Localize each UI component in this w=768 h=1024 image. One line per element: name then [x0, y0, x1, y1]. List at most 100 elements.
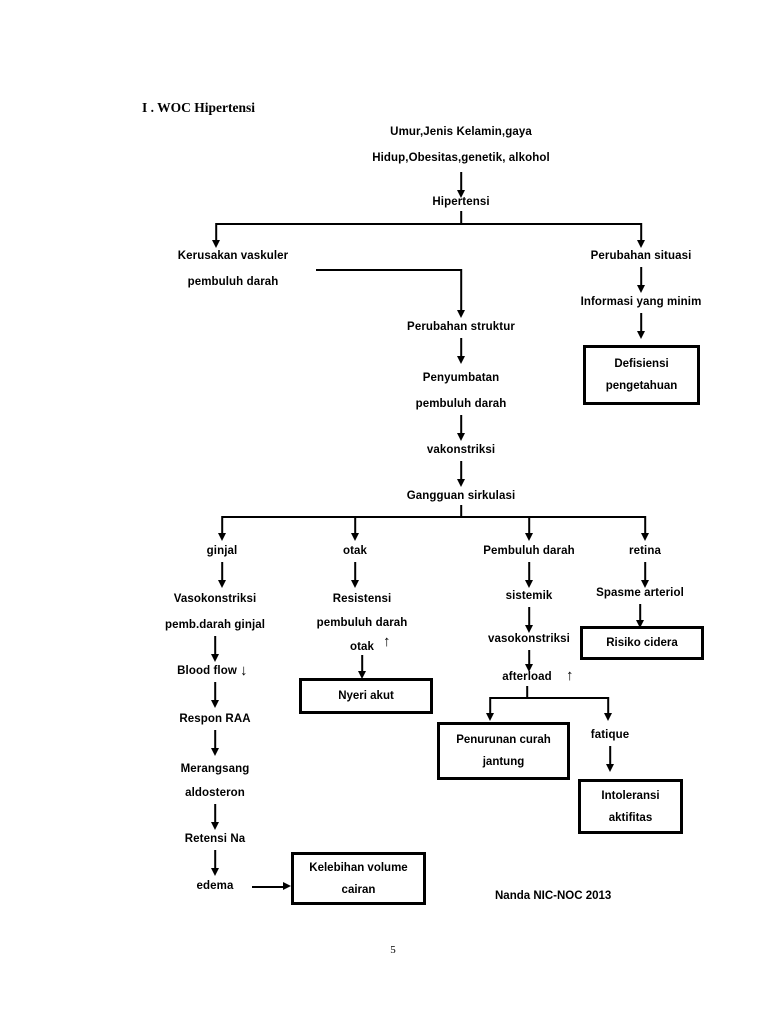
connector-gangguan-to-retina [644, 516, 646, 536]
node-otak: otak [342, 545, 368, 557]
node-otak-naik: otak [349, 641, 375, 653]
arrowhead-vasokonstriksi-to-bloodflow [211, 654, 219, 662]
node-hipertensi: Hipertensi [432, 196, 490, 208]
node-aldosteron: aldosteron [185, 787, 245, 799]
connector-sistemik-to-vasokonstriksi [528, 607, 530, 629]
arrowhead-situasi-to-informasi [637, 285, 645, 293]
node-vasokonstriksi-sistemik: vasokonstriksi [488, 633, 570, 645]
node-resistensi-line2: pembuluh darah [316, 617, 408, 629]
connector-struktur-to-penyumbatan [460, 338, 462, 360]
arrowhead-afterload-to-fatique [604, 713, 612, 721]
connector-vasokonstriksi-to-afterload [528, 650, 530, 669]
page-number: 5 [390, 944, 396, 956]
node-edema: edema [196, 880, 234, 892]
node-vasokonstriksi-ginjal-line2: pemb.darah ginjal [164, 619, 266, 631]
node-penyumbatan-line2: pembuluh darah [415, 398, 507, 410]
connector-gangguan-split-bar [222, 516, 646, 518]
node-perubahan-struktur: Perubahan struktur [407, 321, 515, 333]
arrowhead-vasokonstriksi-to-afterload [525, 664, 533, 672]
arrowhead-spasme-to-risiko-cidera [636, 620, 644, 628]
node-penyumbatan-line1: Penyumbatan [422, 372, 500, 384]
arrowhead-bloodflow-to-respon-raa [211, 700, 219, 708]
box-nyeri-akut-line1: Nyeri akut [338, 690, 394, 702]
connector-retensi-na-to-edema [214, 850, 216, 872]
node-informasi-minim: Informasi yang minim [580, 296, 702, 308]
node-kerusakan-vaskuler-line2: pembuluh darah [187, 276, 279, 288]
node-vasokonstriksi-ginjal-line1: Vasokonstriksi [173, 593, 257, 605]
connector-informasi-to-defisiensi [640, 313, 642, 335]
arrowhead-gangguan-to-retina [641, 533, 649, 541]
box-defisiensi-line2: pengetahuan [605, 380, 678, 392]
arrowhead-retensi-na-to-edema [211, 868, 219, 876]
arrowhead-gangguan-to-otak [351, 533, 359, 541]
arrowhead-hipertensi-to-perubahan-situasi [637, 240, 645, 248]
connector-vakonstriksi-to-gangguan [460, 461, 462, 483]
connector-hipertensi-split-bar [216, 223, 641, 225]
connector-fatique-to-intoleransi [609, 746, 611, 768]
connector-ginjal-to-vasokonstriksi [221, 562, 223, 584]
connector-aldosteron-to-retensi-na [214, 804, 216, 826]
connector-gangguan-to-otak [354, 516, 356, 536]
node-kerusakan-vaskuler-line1: Kerusakan vaskuler [177, 250, 289, 262]
node-retina: retina [629, 545, 661, 557]
arrowhead-retina-to-spasme [641, 580, 649, 588]
arrowhead-edema-to-kelebihan-volume [283, 882, 291, 890]
node-perubahan-situasi: Perubahan situasi [590, 250, 692, 262]
connector-riskfactors-to-hipertensi [460, 172, 462, 194]
node-ginjal: ginjal [206, 545, 238, 557]
arrowhead-fatique-to-intoleransi [606, 764, 614, 772]
connector-afterload-to-penurunan-curah [489, 697, 491, 715]
box-defisiensi-pengetahuan: Defisiensi pengetahuan [583, 345, 700, 405]
node-blood-flow: Blood flow [177, 665, 237, 677]
box-risiko-cidera: Risiko cidera [580, 626, 704, 660]
node-pembuluh-darah: Pembuluh darah [483, 545, 575, 557]
up-arrow-icon-otak: ↑ [383, 633, 391, 650]
box-kelebihan-volume-line2: cairan [341, 883, 376, 896]
box-penurunan-curah-line2: jantung [482, 756, 525, 768]
connector-spasme-to-risiko-cidera [639, 604, 641, 624]
connector-pembuluh-darah-to-sistemik [528, 562, 530, 584]
connector-otak-to-resistensi [354, 562, 356, 584]
node-merangsang: Merangsang [180, 763, 250, 775]
down-arrow-icon-blood-flow: ↓ [240, 662, 248, 679]
box-intoleransi-aktifitas: Intoleransi aktifitas [578, 779, 683, 834]
arrowhead-sistemik-to-vasokonstriksi [525, 625, 533, 633]
connector-penyumbatan-to-vakonstriksi [460, 415, 462, 437]
connector-bloodflow-to-respon-raa [214, 682, 216, 704]
connector-gangguan-to-ginjal [221, 516, 223, 536]
arrowhead-informasi-to-defisiensi [637, 331, 645, 339]
arrowhead-pembuluh-darah-to-sistemik [525, 580, 533, 588]
box-risiko-cidera-line1: Risiko cidera [606, 637, 678, 649]
connector-hipertensi-to-kerusakan [215, 223, 217, 243]
arrowhead-ginjal-to-vasokonstriksi [218, 580, 226, 588]
arrowhead-respon-raa-to-merangsang [211, 748, 219, 756]
node-afterload: afterload [502, 671, 552, 683]
arrowhead-otak-to-resistensi [351, 580, 359, 588]
connector-hipertensi-to-perubahan-situasi [640, 223, 642, 243]
arrowhead-kerusakan-to-struktur [457, 310, 465, 318]
box-kelebihan-volume-cairan: Kelebihan volume cairan [291, 852, 426, 905]
box-intoleransi-line1: Intoleransi [601, 789, 660, 802]
node-resistensi-line1: Resistensi [332, 593, 392, 605]
connector-retina-to-spasme [644, 562, 646, 584]
connector-hipertensi-stem [460, 211, 462, 224]
box-intoleransi-line2: aktifitas [608, 811, 653, 824]
connector-situasi-to-informasi [640, 267, 642, 289]
box-penurunan-curah-jantung: Penurunan curah jantung [437, 722, 570, 780]
arrowhead-afterload-to-penurunan-curah [486, 713, 494, 721]
box-penurunan-curah-line1: Penurunan curah [456, 734, 551, 746]
box-kelebihan-volume-line1: Kelebihan volume [309, 861, 408, 874]
node-risk-factors-line2: Hidup,Obesitas,genetik, alkohol [372, 152, 550, 164]
arrowhead-riskfactors-to-hipertensi [457, 190, 465, 198]
up-arrow-icon-afterload: ↑ [566, 667, 574, 684]
arrowhead-struktur-to-penyumbatan [457, 356, 465, 364]
arrowhead-otak-naik-to-nyeri-akut [358, 671, 366, 679]
connector-otak-naik-to-nyeri-akut [361, 655, 363, 675]
box-defisiensi-line1: Defisiensi [614, 358, 669, 370]
connector-afterload-to-fatique [607, 697, 609, 715]
page-title: I . WOC Hipertensi [142, 100, 256, 115]
connector-gangguan-to-pembuluh-darah [528, 516, 530, 536]
connector-respon-raa-to-merangsang [214, 730, 216, 752]
box-nyeri-akut: Nyeri akut [299, 678, 433, 714]
connector-gangguan-stem [460, 505, 462, 517]
